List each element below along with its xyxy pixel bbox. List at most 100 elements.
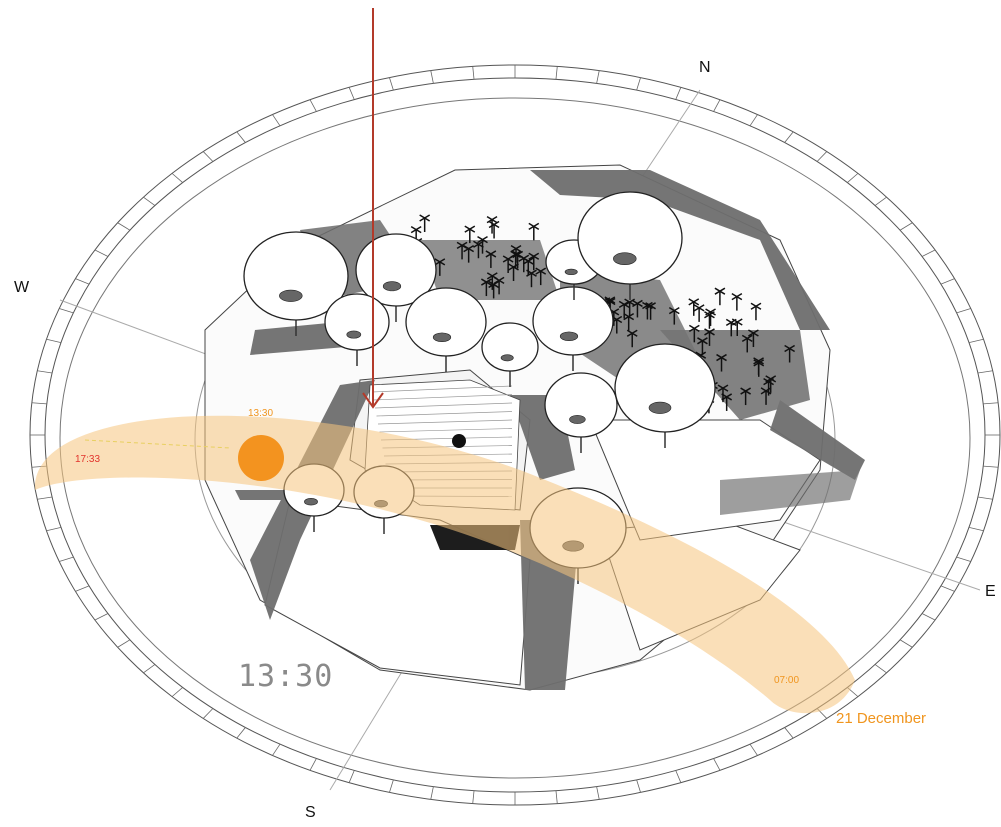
compass-tick [37, 496, 53, 500]
compass-tick [977, 370, 993, 374]
compass-ticks [30, 65, 1000, 805]
shrub [784, 344, 796, 363]
compass-tick [636, 779, 641, 793]
compass-tick [171, 173, 183, 183]
shrub [748, 329, 759, 348]
current-time-label: 13:30 [248, 408, 274, 419]
compass-tick [940, 278, 955, 285]
compass-tick [309, 99, 317, 112]
date-label: 21 December [836, 710, 927, 727]
shrub [508, 263, 519, 282]
compass-tick [636, 77, 641, 91]
atrium-stripe [379, 428, 513, 433]
shrub [741, 334, 753, 353]
compass-tick [816, 151, 828, 162]
compass-tick [272, 114, 281, 127]
shrub [704, 328, 715, 346]
shrub [753, 359, 765, 377]
compass-tick [921, 249, 936, 257]
canopy [481, 322, 539, 387]
compass-tick [968, 338, 984, 343]
compass-tick [847, 173, 859, 183]
compass-tick [472, 790, 475, 804]
compass-tick [921, 613, 936, 621]
canopy [355, 233, 437, 322]
canopy [614, 343, 716, 448]
compass-tick [956, 556, 971, 562]
shrub [618, 300, 630, 319]
shrub [473, 240, 484, 259]
shrub [510, 244, 522, 263]
compass-tick [46, 527, 62, 532]
clock-display: 13:30 [238, 659, 334, 694]
compass-tick [37, 370, 53, 374]
compass-tick [236, 727, 246, 739]
compass-tick [143, 664, 156, 674]
compass-tick [117, 222, 131, 231]
shrub [688, 324, 700, 343]
shrub [488, 220, 500, 239]
shrub [716, 353, 727, 372]
compass-tick [389, 77, 394, 91]
compass-tick [555, 790, 558, 804]
compass-tick [117, 639, 131, 648]
atrium-stripe [373, 394, 513, 401]
shrub [493, 276, 505, 295]
shrub [512, 250, 524, 269]
shrub [626, 329, 638, 348]
compass-tick [713, 758, 721, 771]
sun-marker [238, 435, 284, 481]
shrub [717, 384, 729, 403]
compass-tick [899, 639, 913, 648]
shrub [697, 337, 708, 355]
compass-tick [202, 151, 214, 162]
compass-tick [348, 770, 355, 783]
south-label: S [305, 804, 316, 821]
compass-tick [236, 131, 246, 143]
compass-tick [596, 786, 600, 800]
compass-tick [171, 687, 183, 697]
west-label: W [14, 279, 30, 296]
canopy [577, 191, 683, 300]
compass-tick [555, 66, 558, 80]
compass-tick [983, 465, 999, 468]
compass-tick [956, 308, 971, 314]
compass-tick [31, 402, 47, 405]
canopy [532, 286, 614, 371]
shrub [522, 257, 534, 276]
shrub [456, 241, 468, 260]
north-label: N [699, 59, 711, 76]
compass-tick [968, 527, 984, 532]
shrub [485, 250, 497, 268]
compass-tick [75, 278, 90, 285]
shrub [480, 278, 492, 297]
compass-tick [675, 770, 682, 783]
compass-tick [143, 196, 156, 206]
shrub [731, 318, 743, 337]
shrub [623, 312, 635, 331]
compass-tick [94, 613, 109, 621]
atrium-stripe [377, 419, 513, 425]
compass-tick [59, 556, 74, 562]
compass-tick [46, 338, 62, 343]
atrium-stripe [371, 385, 513, 393]
shrub [632, 299, 643, 318]
compass-tick [749, 743, 758, 756]
shrub [705, 308, 716, 326]
shrub [642, 301, 653, 320]
compass-tick [675, 87, 682, 100]
atrium-point [452, 434, 466, 448]
shrub [760, 387, 772, 405]
sun-path-band [34, 415, 855, 714]
shrub [535, 267, 547, 286]
compass-tick [713, 99, 721, 112]
compass-tick [940, 585, 955, 592]
shrub [693, 304, 705, 322]
sun-ray [362, 8, 384, 409]
compass-tick [75, 585, 90, 592]
shrub [740, 387, 752, 406]
shrub [688, 298, 700, 316]
sun-trail [84, 439, 231, 449]
shrub [714, 287, 726, 306]
